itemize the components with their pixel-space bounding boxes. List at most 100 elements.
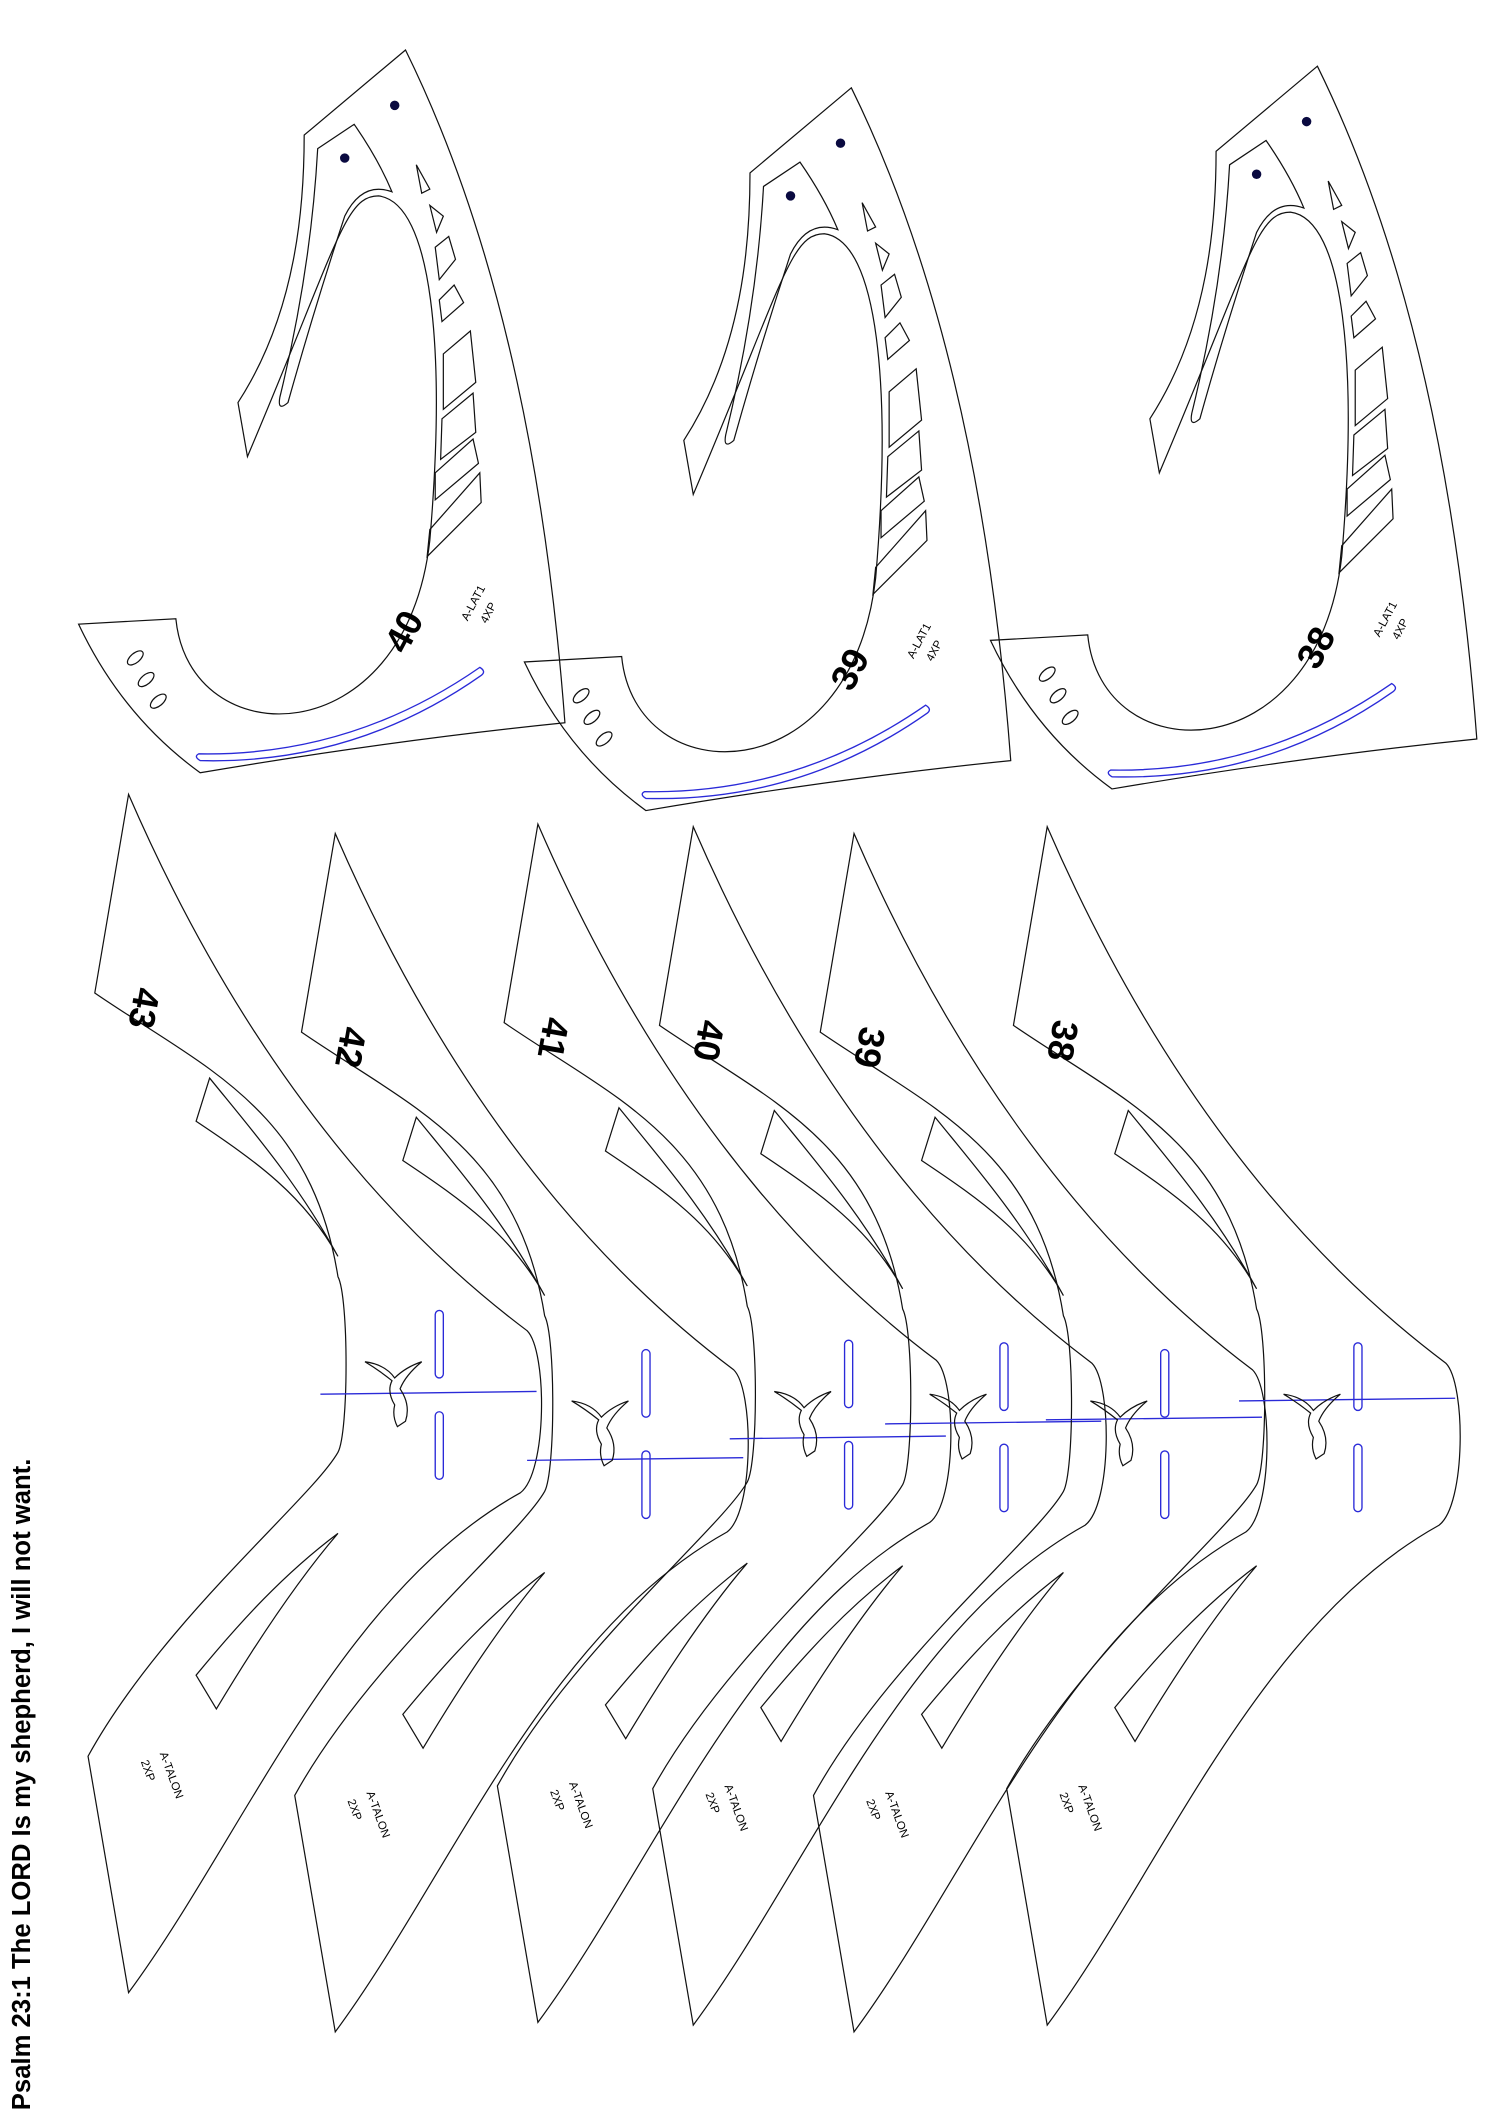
piece-code: A-TALON: [566, 1780, 594, 1830]
center-line: [527, 1457, 744, 1462]
guide-slot: [434, 1411, 445, 1480]
vent-window: [885, 429, 923, 499]
pin-hole: [339, 153, 350, 163]
animal-logo-icon: [1090, 1400, 1148, 1467]
vent-window: [434, 235, 457, 282]
vent-window: [874, 241, 890, 273]
talon-outline: [294, 831, 749, 2034]
piece-code: A-TALON: [882, 1790, 910, 1840]
vent-window: [428, 203, 445, 235]
vent-window: [1351, 408, 1389, 477]
talon-slot-bottom: [402, 1572, 546, 1750]
vent-window: [1340, 219, 1356, 251]
talon-slot-top: [920, 1115, 1064, 1296]
pin-hole: [785, 191, 796, 201]
piece-number: 40: [685, 1017, 732, 1064]
oval-slot: [126, 650, 144, 666]
guide-slot: [195, 666, 485, 762]
talon-slot-bottom: [920, 1572, 1064, 1750]
lateral-outline: [77, 49, 566, 774]
talon-outline: [496, 821, 952, 2024]
pin-hole: [389, 100, 400, 111]
vent-window: [1327, 180, 1343, 211]
guide-slot: [641, 704, 931, 800]
piece-qty: 4XP: [924, 638, 945, 663]
animal-logo-icon: [929, 1393, 987, 1460]
guide-slot: [843, 1339, 854, 1409]
talon-slot-bottom: [604, 1562, 748, 1740]
piece-code: A-TALON: [722, 1783, 750, 1833]
talon-pieces: 43A-TALON2XP42A-TALON2XP41A-TALON2XP40A-…: [87, 792, 1461, 2034]
piece-qty: 2XP: [547, 1788, 566, 1813]
guide-slot: [1160, 1450, 1170, 1520]
horn-slot: [724, 161, 839, 445]
vent-window: [1354, 345, 1389, 427]
oval-slot: [572, 688, 590, 704]
talon-slot-top: [604, 1106, 748, 1287]
vent-window: [439, 391, 477, 461]
piece-code: A-TALON: [1075, 1783, 1103, 1833]
talon-slot-top: [195, 1076, 339, 1257]
oval-slot: [1061, 709, 1079, 726]
animal-logo-icon: [364, 1361, 423, 1428]
guide-slot: [843, 1440, 854, 1510]
piece-qty: 4XP: [1391, 617, 1412, 642]
vent-window: [442, 329, 477, 411]
pin-hole: [1251, 169, 1262, 180]
talon-slot-top: [402, 1115, 546, 1296]
piece-number: 39: [822, 642, 877, 697]
piece-code: A-TALON: [157, 1750, 185, 1800]
center-line: [320, 1390, 537, 1395]
piece-qty: 2XP: [138, 1759, 157, 1784]
lateral-outline: [989, 65, 1478, 790]
vent-window: [1338, 487, 1394, 575]
center-line: [729, 1435, 946, 1440]
guide-slot: [434, 1309, 445, 1379]
piece-number: 38: [1288, 620, 1343, 675]
piece-qty: 2XP: [703, 1791, 722, 1816]
talon-slot-top: [760, 1109, 904, 1290]
pin-hole: [1301, 116, 1312, 127]
piece-qty: 2XP: [345, 1798, 364, 1823]
guide-slot: [999, 1342, 1009, 1412]
talon-slot-bottom: [195, 1532, 339, 1711]
vent-window: [1346, 251, 1369, 298]
oval-slot: [583, 709, 601, 726]
oval-slot: [1049, 688, 1067, 704]
vent-window: [434, 437, 480, 502]
guide-slot: [999, 1443, 1009, 1513]
talon-outline: [652, 824, 1107, 2027]
piece-qty: 2XP: [863, 1798, 882, 1823]
talon-slot-bottom: [1114, 1565, 1258, 1743]
pin-hole: [835, 138, 846, 148]
vent-window: [880, 475, 925, 539]
guide-slot: [641, 1348, 651, 1418]
oval-slot: [1038, 666, 1056, 682]
center-line: [1045, 1416, 1263, 1421]
talon-outline: [812, 831, 1268, 2034]
piece-qty: 2XP: [1057, 1791, 1076, 1816]
vent-window: [861, 202, 877, 232]
piece-number: 42: [327, 1024, 374, 1071]
oval-slot: [137, 671, 155, 688]
horn-slot: [278, 123, 394, 407]
lateral-outline: [523, 86, 1012, 812]
talon-outline: [87, 792, 543, 1995]
animal-logo-icon: [571, 1400, 629, 1467]
animal-logo-icon: [774, 1390, 832, 1458]
oval-slot: [595, 731, 613, 747]
guide-slot: [641, 1450, 651, 1520]
piece-number: 40: [376, 604, 431, 659]
vent-window: [888, 367, 923, 449]
center-line: [1239, 1397, 1456, 1402]
guide-slot: [1353, 1443, 1363, 1513]
oval-slot: [149, 693, 167, 709]
piece-number: 38: [1039, 1017, 1086, 1064]
vent-window: [884, 321, 911, 361]
